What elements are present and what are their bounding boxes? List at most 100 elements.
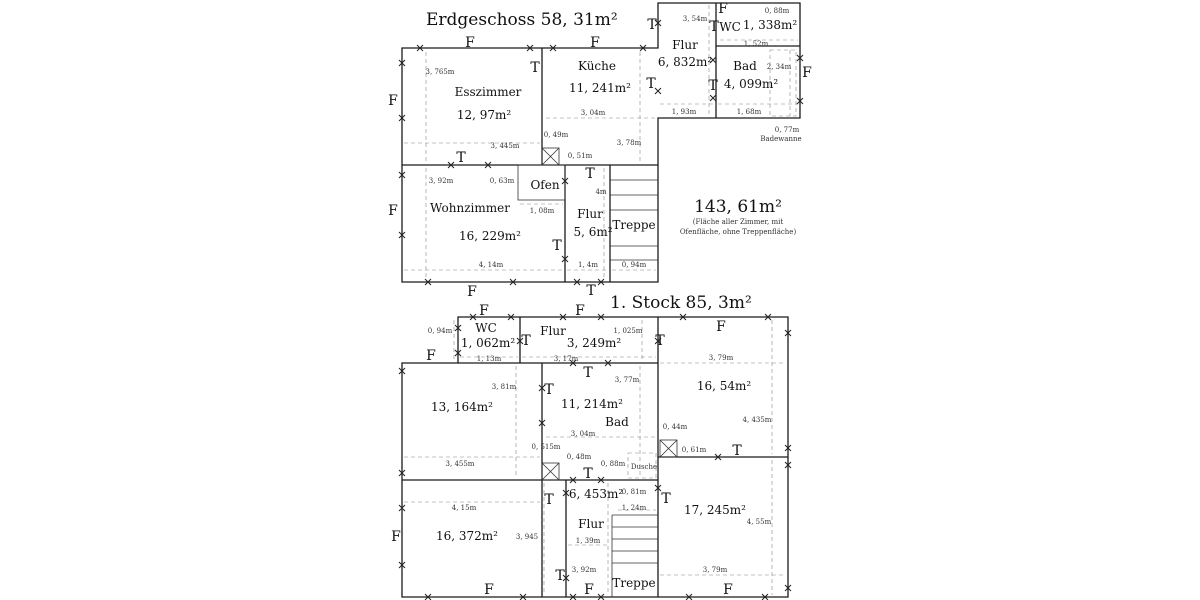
dim-label: 3, 77m <box>615 376 640 384</box>
dim-label: 3, 92m <box>429 177 454 185</box>
dim-label: 3, 445m <box>491 142 520 150</box>
dim-label: 1, 52m <box>744 40 769 48</box>
chimney-first-2 <box>659 439 678 458</box>
ground-wall-marks <box>398 19 804 286</box>
stairs-ground <box>610 179 658 261</box>
dim-label: 0, 63m <box>490 177 515 185</box>
window-symbol: F <box>388 93 398 109</box>
room-area-bad: 4, 099m² <box>724 77 779 91</box>
stairs-first <box>611 514 658 597</box>
total-note-line1: (Fläche aller Zimmer, mit <box>693 218 784 226</box>
dim-label: 0, 51m <box>568 152 593 160</box>
window-symbol: F <box>484 582 494 598</box>
door-symbol: T <box>646 76 656 92</box>
room-area-wc: 1, 338m² <box>743 18 798 32</box>
room-name-treppe: Treppe <box>612 218 655 232</box>
door-symbol: T <box>583 365 593 381</box>
door-symbol: T <box>647 17 657 33</box>
first-dimension-lines <box>404 320 786 595</box>
window-symbol: F <box>388 203 398 219</box>
room-name-flur-mid: Flur <box>577 207 603 221</box>
door-symbol: T <box>456 150 466 166</box>
dim-label: 4, 435m <box>743 416 772 424</box>
room-area-flur-mid: 5, 6m² <box>573 225 612 239</box>
door-symbol: T <box>708 78 718 94</box>
dim-label: 1, 39m <box>576 537 601 545</box>
dim-label: 4, 14m <box>479 261 504 269</box>
ofen-box <box>517 164 566 201</box>
dim-label: 3, 78m <box>617 139 642 147</box>
dim-label: 1, 68m <box>737 108 762 116</box>
door-symbol: T <box>544 492 554 508</box>
chimney-first-1 <box>541 462 560 481</box>
window-symbol: F <box>426 348 436 364</box>
room-area-esszimmer: 12, 97m² <box>457 108 512 122</box>
total-area: 143, 61m² <box>694 197 782 217</box>
room-name-ofen: Ofen <box>530 178 559 192</box>
room-area-wohnzimmer: 16, 229m² <box>459 229 521 243</box>
room-area-left-bottom-first: 16, 372m² <box>436 529 498 543</box>
first-floor-title: 1. Stock 85, 3m² <box>610 293 752 313</box>
room-name-wc: WC <box>719 20 741 34</box>
door-symbol: T <box>586 283 596 299</box>
dim-label: 0, 94m <box>622 261 647 269</box>
dim-label: 0, 44m <box>663 423 688 431</box>
dim-label: 3, 455m <box>446 460 475 468</box>
room-name-bad: Bad <box>733 59 757 73</box>
window-symbol: F <box>465 35 475 51</box>
dim-label: 3, 17m <box>554 355 579 363</box>
dim-label: 3, 92m <box>572 566 597 574</box>
dim-label: 1, 08m <box>530 207 555 215</box>
dim-label: 4, 15m <box>452 504 477 512</box>
room-area-flur-bottom-first: 6, 453m² <box>569 487 624 501</box>
ground-floor-title: Erdgeschoss 58, 31m² <box>426 10 618 30</box>
dim-label: 3, 04m <box>581 109 606 117</box>
dusche-area <box>627 452 657 479</box>
room-name-kueche: Küche <box>578 59 616 73</box>
door-symbol: T <box>583 466 593 482</box>
dim-label: 3, 945 <box>516 533 538 541</box>
dim-label: 3, 81m <box>492 383 517 391</box>
dim-label: 0, 88m <box>601 460 626 468</box>
room-area-wc-first: 1, 062m² <box>461 336 516 350</box>
room-area-right-bottom-first: 17, 245m² <box>684 503 746 517</box>
door-symbol: T <box>709 19 719 35</box>
room-area-bad-first: 11, 214m² <box>561 397 623 411</box>
dim-label: 0, 77m <box>775 126 800 134</box>
door-symbol: T <box>732 443 742 459</box>
total-note-line2: Ofenfläche, ohne Treppenfläche) <box>680 228 797 236</box>
dim-label: 3, 54m <box>683 15 708 23</box>
dim-label: 1, 13m <box>477 355 502 363</box>
window-symbol: F <box>584 582 594 598</box>
room-name-treppe-first: Treppe <box>612 576 655 590</box>
window-symbol: F <box>723 582 733 598</box>
dim-label: 0, 81m <box>622 488 647 496</box>
door-symbol: T <box>555 568 565 584</box>
dim-label: 4m <box>595 188 606 196</box>
door-symbol: T <box>585 166 595 182</box>
door-symbol: T <box>655 333 665 349</box>
room-name-wc-first: WC <box>475 321 497 335</box>
window-symbol: F <box>590 35 600 51</box>
dim-label: 3, 79m <box>709 354 734 362</box>
dim-label: 3, 04m <box>571 430 596 438</box>
dim-label: 2, 34m <box>767 63 792 71</box>
door-symbol: T <box>544 382 554 398</box>
room-area-flur-top-first: 3, 249m² <box>567 336 622 350</box>
window-symbol: F <box>575 303 585 319</box>
room-area-kueche: 11, 241m² <box>569 81 631 95</box>
dim-label: 3, 79m <box>703 566 728 574</box>
door-symbol: T <box>661 491 671 507</box>
dim-label: 1, 025m <box>614 327 643 335</box>
dim-label: 0, 49m <box>544 131 569 139</box>
door-symbol: T <box>552 238 562 254</box>
dim-label: 0, 515m <box>532 443 561 451</box>
bathtub <box>769 49 797 117</box>
label-dusche: Dusche <box>631 463 657 471</box>
window-symbol: F <box>716 319 726 335</box>
ground-floor: Erdgeschoss 58, 31m² Esszimmer 12, 97m² … <box>388 1 812 300</box>
dim-label: 1, 93m <box>672 108 697 116</box>
room-name-bad-first: Bad <box>605 415 629 429</box>
dim-label: 0, 48m <box>567 453 592 461</box>
